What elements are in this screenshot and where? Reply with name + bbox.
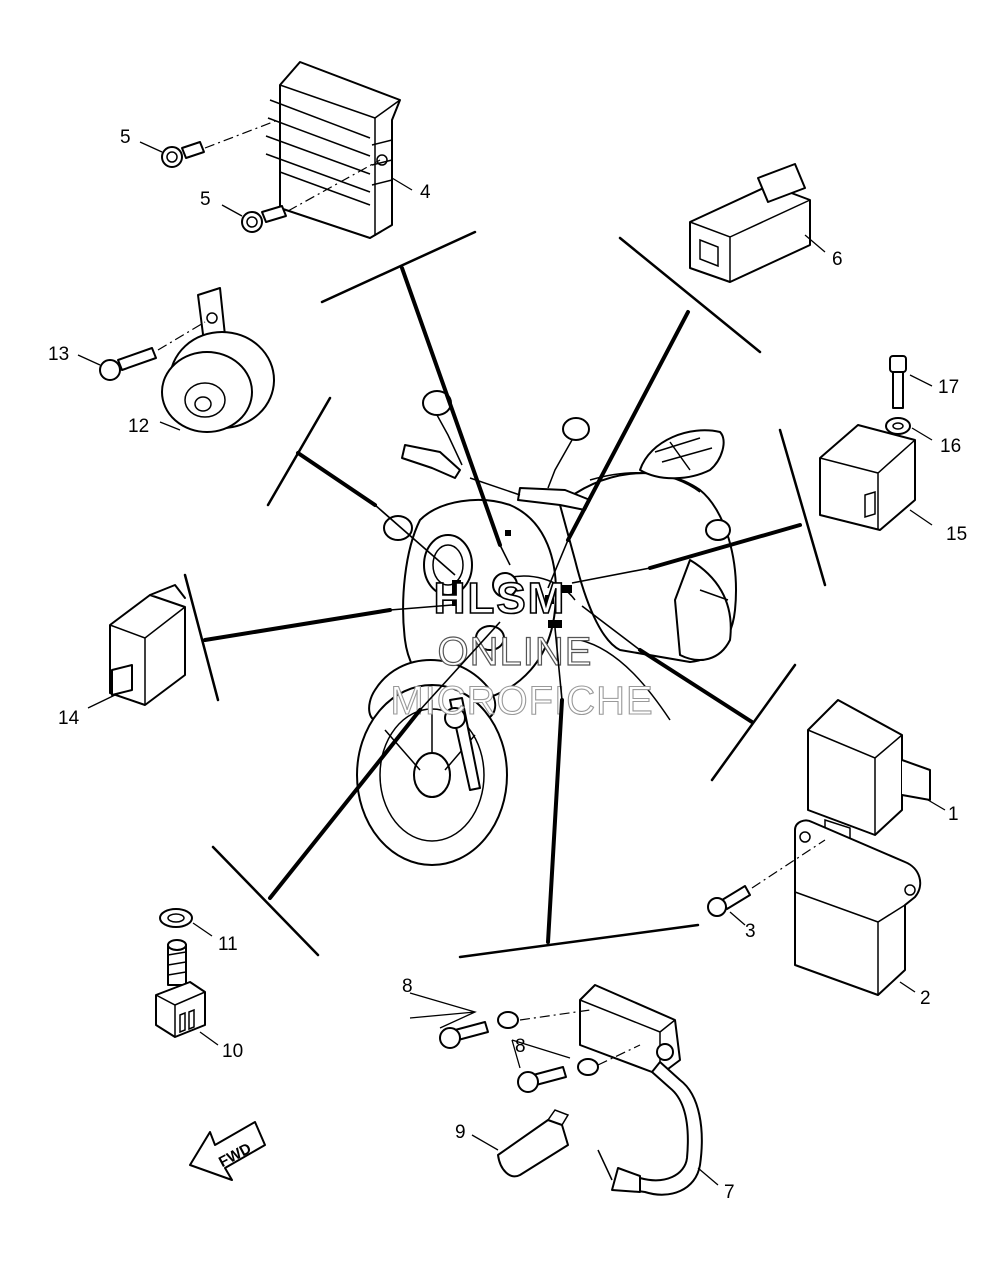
- watermark-line-1: HLSM: [434, 574, 567, 623]
- label-part-8-upper: 8: [402, 976, 413, 997]
- label-part-2: 2: [920, 988, 931, 1009]
- label-part-5-lower: 5: [200, 189, 211, 210]
- label-part-14: 14: [58, 708, 80, 729]
- washer-11[interactable]: [159, 908, 193, 928]
- label-part-17: 17: [938, 377, 959, 398]
- cdi-bracket[interactable]: [794, 819, 922, 996]
- label-part-6: 6: [832, 249, 843, 270]
- coupler-connector[interactable]: [689, 163, 811, 283]
- relay[interactable]: [109, 584, 186, 706]
- flasher-relay[interactable]: [819, 424, 916, 531]
- horn[interactable]: [161, 287, 275, 433]
- washer-16[interactable]: [885, 417, 911, 435]
- label-part-1: 1: [948, 804, 959, 825]
- label-part-4: 4: [420, 182, 431, 203]
- callout-pointers: [183, 230, 827, 959]
- horn-bolt[interactable]: [99, 347, 157, 381]
- fwd-arrow-icon: FWD: [189, 1121, 266, 1181]
- rectifier-regulator[interactable]: [265, 61, 401, 239]
- label-part-13: 13: [48, 344, 69, 365]
- watermark: HLSM ONLINE MICROFICHE: [390, 573, 653, 723]
- label-part-8-lower: 8: [515, 1036, 526, 1057]
- label-part-9: 9: [455, 1122, 466, 1143]
- watermark-line-3: MICROFICHE: [390, 679, 653, 723]
- motorcycle-outline: [356, 390, 737, 866]
- bolt-5-lower[interactable]: [241, 205, 287, 233]
- label-part-3: 3: [745, 921, 756, 942]
- part-number-labels: 1 2 3 4 5 5 6 7 8 8 9 10 11 12 13 14 15 …: [48, 127, 967, 1203]
- bolt-5-upper[interactable]: [161, 141, 205, 168]
- cdi-unit[interactable]: [807, 699, 931, 842]
- screw-3[interactable]: [707, 885, 751, 917]
- bolt-8-upper[interactable]: [439, 1011, 519, 1049]
- bolt-8-lower[interactable]: [517, 1058, 599, 1093]
- label-part-16: 16: [940, 436, 961, 457]
- label-part-10: 10: [222, 1041, 243, 1062]
- label-part-15: 15: [946, 524, 967, 545]
- label-part-7: 7: [724, 1182, 735, 1203]
- watermark-line-2: ONLINE: [438, 630, 593, 674]
- ignition-coil[interactable]: [579, 984, 703, 1196]
- label-part-11: 11: [218, 934, 238, 955]
- screw-17[interactable]: [889, 355, 907, 409]
- label-part-12: 12: [128, 416, 149, 437]
- label-part-5-upper: 5: [120, 127, 131, 148]
- neutral-switch[interactable]: [155, 939, 206, 1038]
- spark-plug-cap[interactable]: [497, 1109, 570, 1178]
